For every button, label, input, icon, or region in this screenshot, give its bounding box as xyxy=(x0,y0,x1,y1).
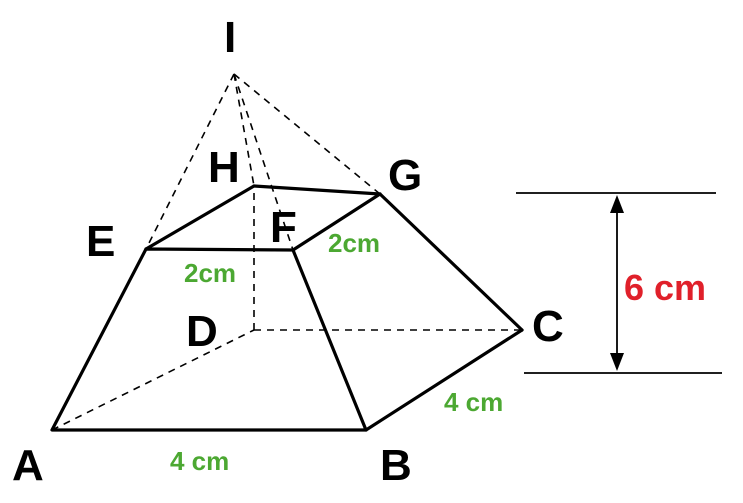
dimension-base-side: 4 cm xyxy=(444,387,503,417)
edge-GH xyxy=(252,184,382,196)
edge-BC xyxy=(364,328,524,432)
edge-AD-hidden xyxy=(51,329,255,431)
edge-FG xyxy=(291,192,382,252)
dimension-height: 6 cm xyxy=(624,267,706,308)
vertex-label-H: H xyxy=(208,143,240,192)
dimension-top-side: 2cm xyxy=(328,228,380,258)
edge-IH-dashed xyxy=(233,73,255,187)
vertex-label-D: D xyxy=(186,307,218,356)
edge-IG-dashed xyxy=(233,73,381,195)
vertex-label-A: A xyxy=(12,441,44,490)
vertex-label-G: G xyxy=(388,151,422,200)
edge-IE-dashed xyxy=(145,73,235,250)
vertex-label-C: C xyxy=(532,302,564,351)
edge-GC xyxy=(378,192,524,332)
dimension-top-front: 2cm xyxy=(184,258,236,288)
vertex-label-F: F xyxy=(270,203,297,252)
edge-IF-dashed xyxy=(233,73,294,251)
edge-HE xyxy=(144,184,256,251)
vertex-label-E: E xyxy=(86,217,115,266)
height-arrow-head-bottom xyxy=(610,353,624,371)
height-arrow-head-top xyxy=(610,195,624,213)
vertex-label-B: B xyxy=(380,441,412,490)
vertex-label-I: I xyxy=(224,13,236,62)
dimension-base-front: 4 cm xyxy=(170,446,229,476)
